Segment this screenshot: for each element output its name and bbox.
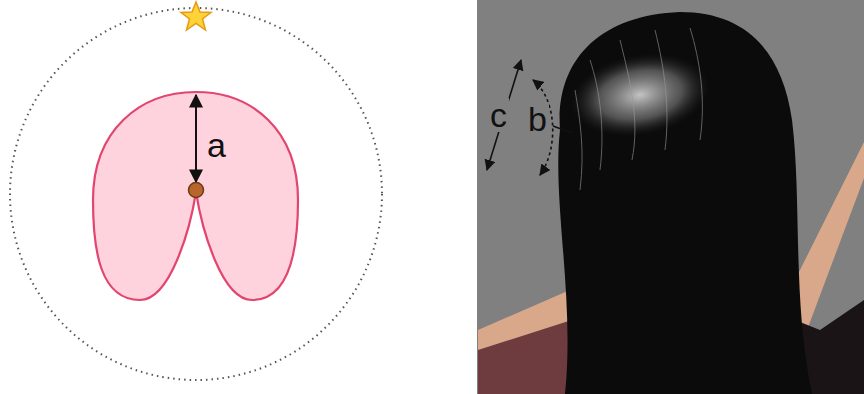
length-arrow — [487, 60, 521, 170]
star-symbol — [181, 2, 211, 30]
hair — [558, 12, 812, 394]
center-dot — [189, 183, 204, 198]
part-label: a — [207, 128, 226, 162]
radius-arrow — [195, 95, 197, 182]
leader-line — [553, 126, 572, 133]
orbit-circle — [10, 8, 382, 380]
part-label: c — [488, 98, 509, 132]
hair-strands — [575, 28, 702, 190]
hair-highlight — [564, 43, 716, 146]
part-label: b — [526, 102, 549, 136]
cardioid-shape — [93, 92, 298, 300]
render-background — [477, 0, 864, 394]
